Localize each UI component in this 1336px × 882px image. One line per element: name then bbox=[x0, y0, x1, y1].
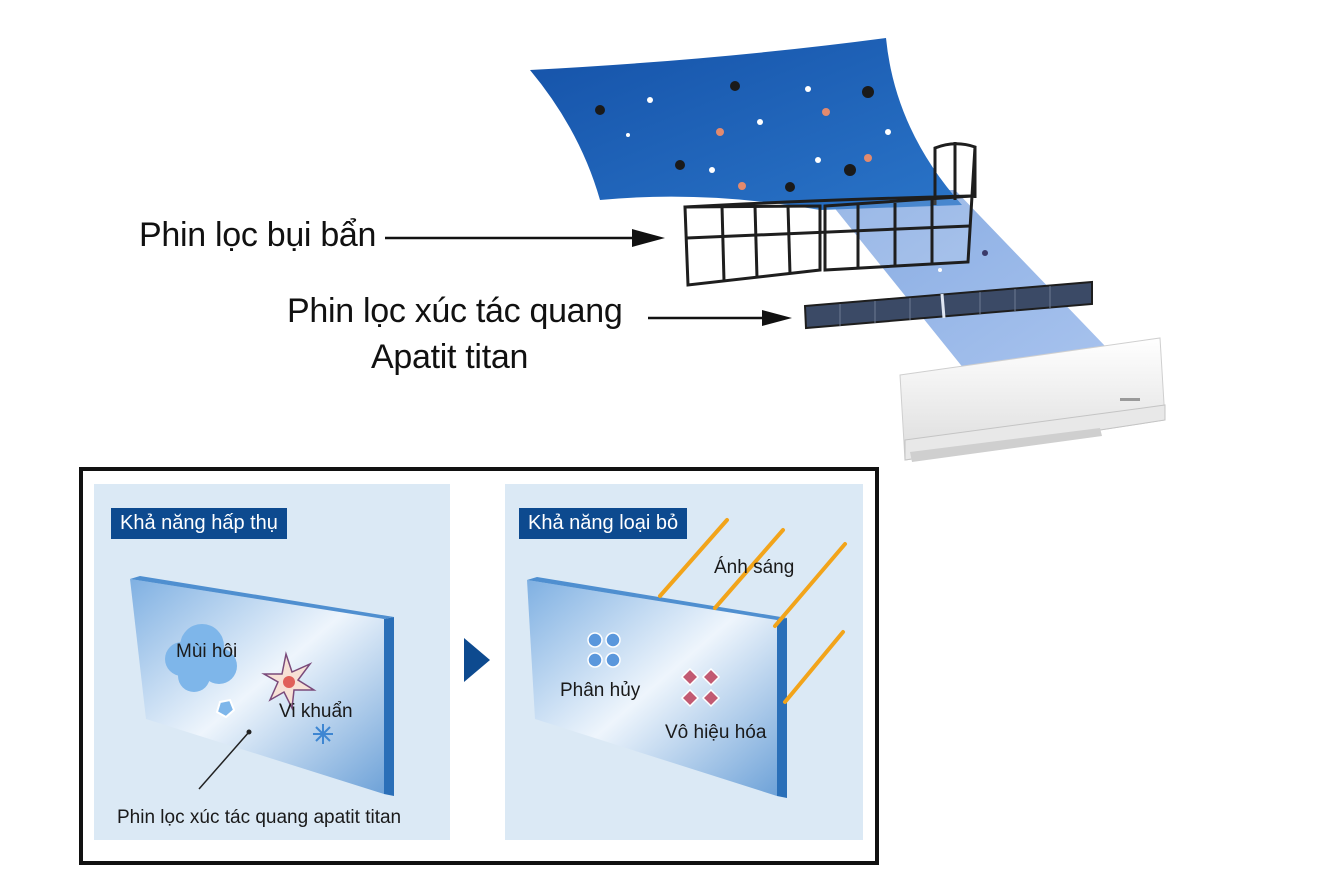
odor-cloud-icon bbox=[165, 624, 237, 692]
arrow-to-dust-filter bbox=[385, 229, 665, 247]
dust-filter-label: Phin lọc bụi bẩn bbox=[139, 216, 377, 254]
decompose-bubbles-icon bbox=[587, 632, 621, 668]
bacteria-label: Vi khuẩn bbox=[279, 701, 353, 722]
airflow-illustration bbox=[385, 38, 1166, 462]
absorption-panel-title: Khả năng hấp thụ bbox=[111, 508, 287, 539]
light-rays bbox=[658, 518, 847, 704]
removal-panel-title: Khả năng loại bỏ bbox=[519, 508, 688, 539]
photocatalytic-filter-label-line1: Phin lọc xúc tác quang bbox=[287, 292, 623, 330]
air-conditioner-unit bbox=[899, 337, 1166, 462]
small-bacteria-icon bbox=[313, 724, 333, 744]
transition-arrow-icon bbox=[464, 638, 490, 682]
deactivate-label: Vô hiệu hóa bbox=[665, 722, 767, 743]
dirty-airflow bbox=[530, 38, 962, 210]
absorption-filter-illustration bbox=[130, 576, 394, 796]
removal-filter-illustration bbox=[527, 518, 847, 798]
photocatalytic-filter bbox=[803, 280, 1093, 330]
photocatalytic-filter-label-line2: Apatit titan bbox=[371, 338, 529, 376]
arrow-to-photocatalytic-filter bbox=[648, 310, 792, 326]
decompose-label: Phân hủy bbox=[560, 680, 641, 701]
filter-caption: Phin lọc xúc tác quang apatit titan bbox=[117, 807, 402, 828]
dust-particles bbox=[595, 81, 988, 272]
small-particle-icon bbox=[215, 698, 236, 719]
odor-label: Mùi hôi bbox=[176, 641, 238, 662]
dust-filter-grid bbox=[683, 142, 977, 287]
bacteria-star-icon bbox=[261, 651, 317, 711]
light-label: Ánh sáng bbox=[714, 557, 795, 578]
deactivate-diamonds-icon bbox=[680, 667, 721, 708]
